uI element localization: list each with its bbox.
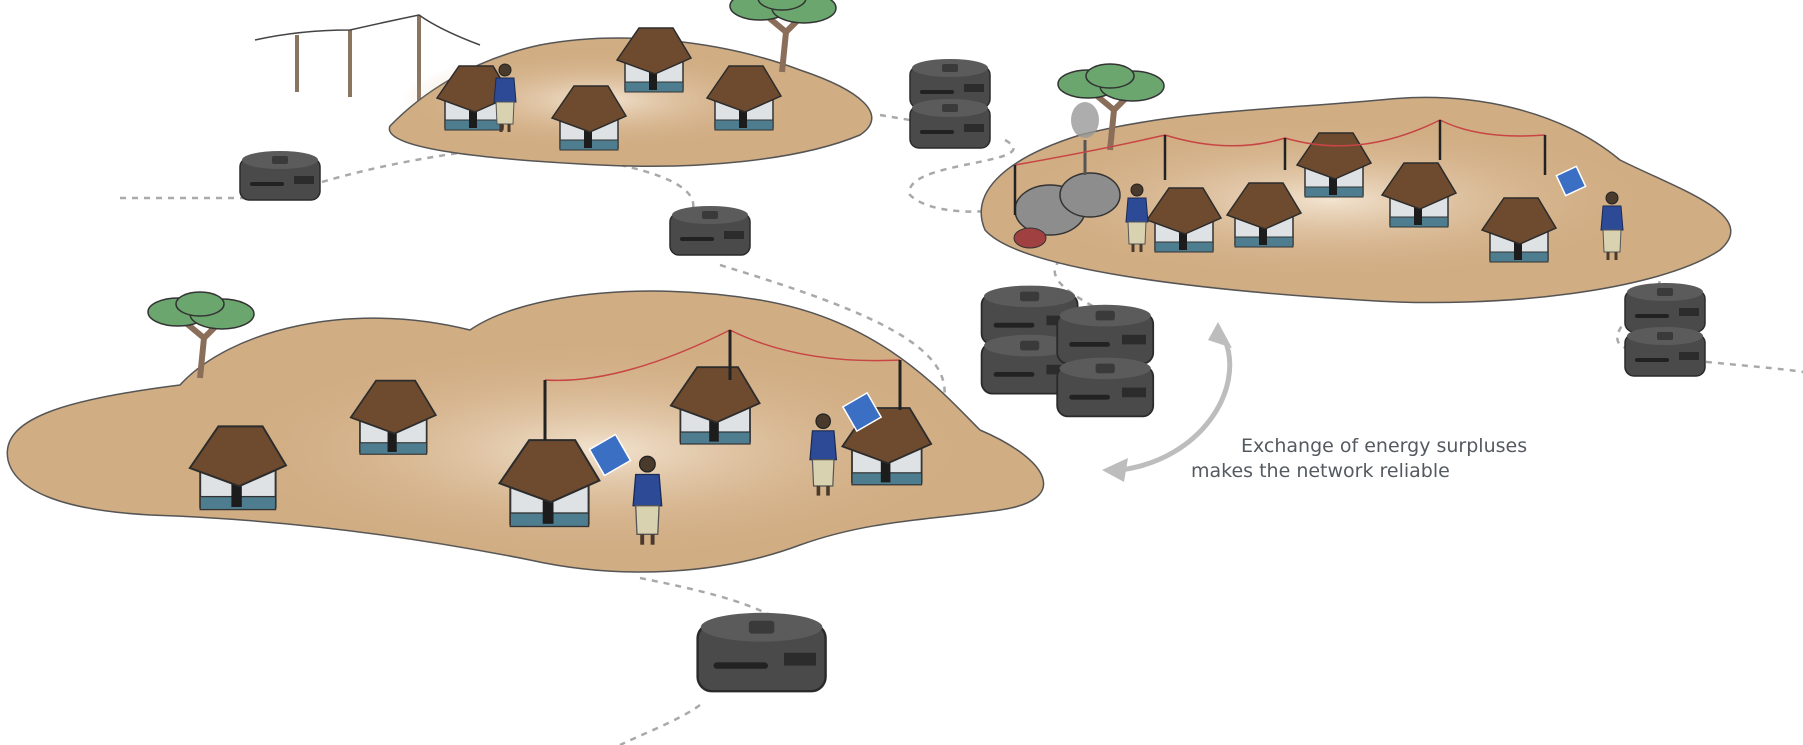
exchange-arrow xyxy=(1102,322,1233,482)
village-top-right xyxy=(980,64,1732,304)
battery-unit xyxy=(1056,356,1155,418)
connection-line xyxy=(879,113,911,122)
solar-panel xyxy=(588,433,632,477)
caption-line-2: makes the network reliable xyxy=(1191,460,1450,482)
connection-line xyxy=(619,703,701,745)
connection-line xyxy=(639,576,771,617)
biogas-plant xyxy=(1013,102,1121,249)
battery-unit xyxy=(1624,326,1706,377)
connection-line xyxy=(619,163,695,216)
solar-panel xyxy=(1555,165,1587,197)
village-bottom-left xyxy=(6,291,1045,573)
battery-unit xyxy=(1056,303,1155,365)
battery-unit xyxy=(669,205,751,256)
connection-line xyxy=(908,138,1021,213)
caption-line-1: Exchange of energy surpluses xyxy=(1241,435,1528,457)
solar-panel xyxy=(841,391,883,433)
battery-unit xyxy=(909,98,991,149)
battery-unit xyxy=(239,150,321,201)
connection-line xyxy=(1053,259,1121,322)
battery-unit xyxy=(696,611,827,693)
battery-unit xyxy=(1624,282,1706,333)
village-top-left xyxy=(388,0,873,167)
